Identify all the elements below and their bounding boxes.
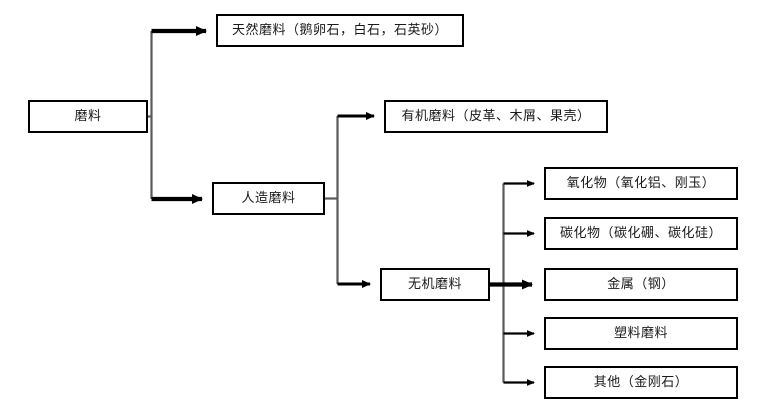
- node-natural-abrasives[interactable]: 天然磨料（鹅卵石，白石，石英砂）: [216, 14, 464, 47]
- node-inorganic-abrasives[interactable]: 无机磨料: [380, 268, 490, 301]
- node-organic-abrasives[interactable]: 有机磨料（皮革、木屑、果壳）: [384, 100, 608, 133]
- node-label-natural-abrasives: 天然磨料（鹅卵石，白石，石英砂）: [231, 23, 448, 38]
- node-label-plastic-abrasives: 塑料磨料: [613, 326, 668, 341]
- node-label-abrasives-root: 磨料: [74, 109, 102, 124]
- node-label-inorganic-abrasives: 无机磨料: [407, 277, 462, 292]
- node-abrasives-root[interactable]: 磨料: [28, 100, 148, 133]
- node-label-artificial-abrasives: 人造磨料: [241, 191, 296, 206]
- node-carbides[interactable]: 碳化物（碳化硼、碳化硅）: [544, 217, 738, 250]
- node-metal[interactable]: 金属（钢）: [544, 268, 738, 301]
- node-others[interactable]: 其他（金刚石）: [544, 366, 738, 399]
- node-label-metal: 金属（钢）: [607, 277, 675, 292]
- node-label-organic-abrasives: 有机磨料（皮革、木屑、果壳）: [401, 109, 591, 124]
- node-label-oxides: 氧化物（氧化铝、刚玉）: [566, 176, 716, 191]
- node-oxides[interactable]: 氧化物（氧化铝、刚玉）: [544, 167, 738, 200]
- node-label-carbides: 碳化物（碳化硼、碳化硅）: [559, 226, 722, 241]
- node-artificial-abrasives[interactable]: 人造磨料: [212, 182, 325, 215]
- node-plastic-abrasives[interactable]: 塑料磨料: [544, 317, 738, 350]
- node-label-others: 其他（金刚石）: [593, 375, 689, 390]
